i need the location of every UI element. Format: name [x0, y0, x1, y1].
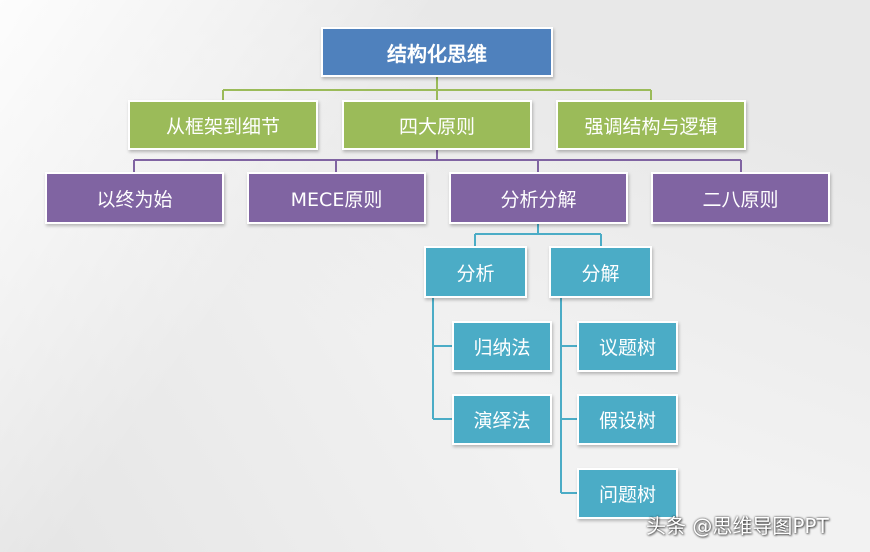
method-deduction: 演绎法 — [452, 394, 552, 445]
method-induction: 归纳法 — [452, 321, 552, 372]
principle-connectors — [133, 150, 742, 172]
root-node: 结构化思维 — [321, 27, 553, 77]
rule-pareto: 二八原则 — [651, 172, 830, 224]
principle-four-principles: 四大原则 — [342, 100, 532, 150]
principle-structure-logic: 强调结构与逻辑 — [556, 100, 746, 150]
rule-begin-with-end: 以终为始 — [45, 172, 224, 224]
rule-mece: MECE原则 — [247, 172, 426, 224]
method-hypothesis-tree: 假设树 — [577, 394, 678, 445]
watermark: 头条 @思维导图PPT — [646, 514, 829, 538]
method-connectors — [432, 224, 602, 494]
principle-framework-to-detail: 从框架到细节 — [128, 100, 318, 150]
rule-analysis-decomposition: 分析分解 — [449, 172, 628, 224]
method-problem-tree: 问题树 — [577, 468, 678, 519]
method-decomposition: 分解 — [549, 246, 652, 298]
method-analysis: 分析 — [424, 246, 527, 298]
method-issue-tree: 议题树 — [577, 321, 678, 372]
root-connectors — [222, 76, 652, 100]
